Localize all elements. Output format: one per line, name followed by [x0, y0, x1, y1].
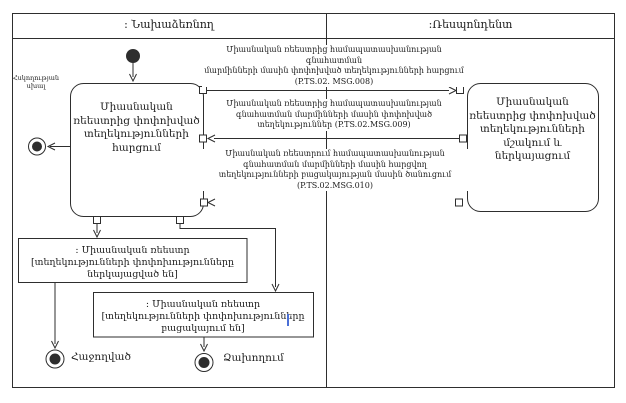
lane-header-respondent: :Ռեսպոնդենտ [428, 18, 513, 31]
arrowhead-down-icon [129, 73, 137, 83]
final-state-failure-label: Ձախողում [223, 352, 284, 364]
pin-respondent-out-2 [455, 198, 463, 207]
activity-process-present-info-label: Միասնական ռեեստրից փոփոխված տեղեկություն… [469, 96, 596, 162]
object-box-1 [18, 238, 248, 283]
pin-bottom-2 [176, 216, 184, 224]
arrowhead-left-icon [46, 142, 56, 151]
final-state-success-label: Հաջողված [71, 351, 131, 363]
arrowhead-left-icon [206, 134, 216, 143]
arrowhead-right-icon [448, 86, 458, 95]
activity-request-changed-info-label: Միասնական ռեեստրից փոփոխված տեղեկություն… [73, 101, 200, 154]
initial-node [126, 49, 140, 63]
arrowhead-left-icon [206, 198, 216, 207]
text-cursor [287, 314, 289, 326]
message-msg008-label: Միասնական ռեեստրից համապատասխանության գն… [202, 45, 466, 87]
pin-initiator-in-2 [200, 198, 208, 207]
pin-bottom-1 [93, 216, 101, 224]
final-state-error-dot [32, 141, 42, 152]
pin-initiator-out [199, 86, 207, 94]
object-node-changes-absent-label: : Միասնական ռեեստր [տեղեկությունների փոփ… [101, 299, 305, 334]
diagram-frame [12, 13, 615, 388]
final-state-success-dot [49, 353, 61, 365]
pin-initiator-in-1 [199, 134, 207, 143]
arrowhead-down-icon [200, 343, 208, 353]
flow-to-object-2 [179, 224, 276, 287]
message-msg009-label: Միասնական ռեեստրից համապատասխանության գն… [206, 99, 462, 131]
object-node-changes-presented-label: : Միասնական ռեեստր [տեղեկությունների փոփ… [30, 245, 235, 280]
pin-respondent-out-1 [459, 134, 467, 143]
message-msg010-label: Միասնական ռեեստրում համապատասխանության գ… [202, 149, 468, 191]
activity-box-respondent [467, 83, 599, 212]
object-box-2 [93, 292, 314, 338]
final-state-failure-dot [198, 357, 210, 368]
arrowhead-down-icon [51, 340, 59, 350]
lane-header-initiator: : Նախաձեռնող [124, 18, 214, 31]
error-exit-label: Հսկողության սխալ [12, 74, 60, 90]
pin-respondent-in [456, 86, 464, 94]
arrowhead-down-icon [93, 229, 101, 239]
arrowhead-down-icon [271, 283, 280, 293]
